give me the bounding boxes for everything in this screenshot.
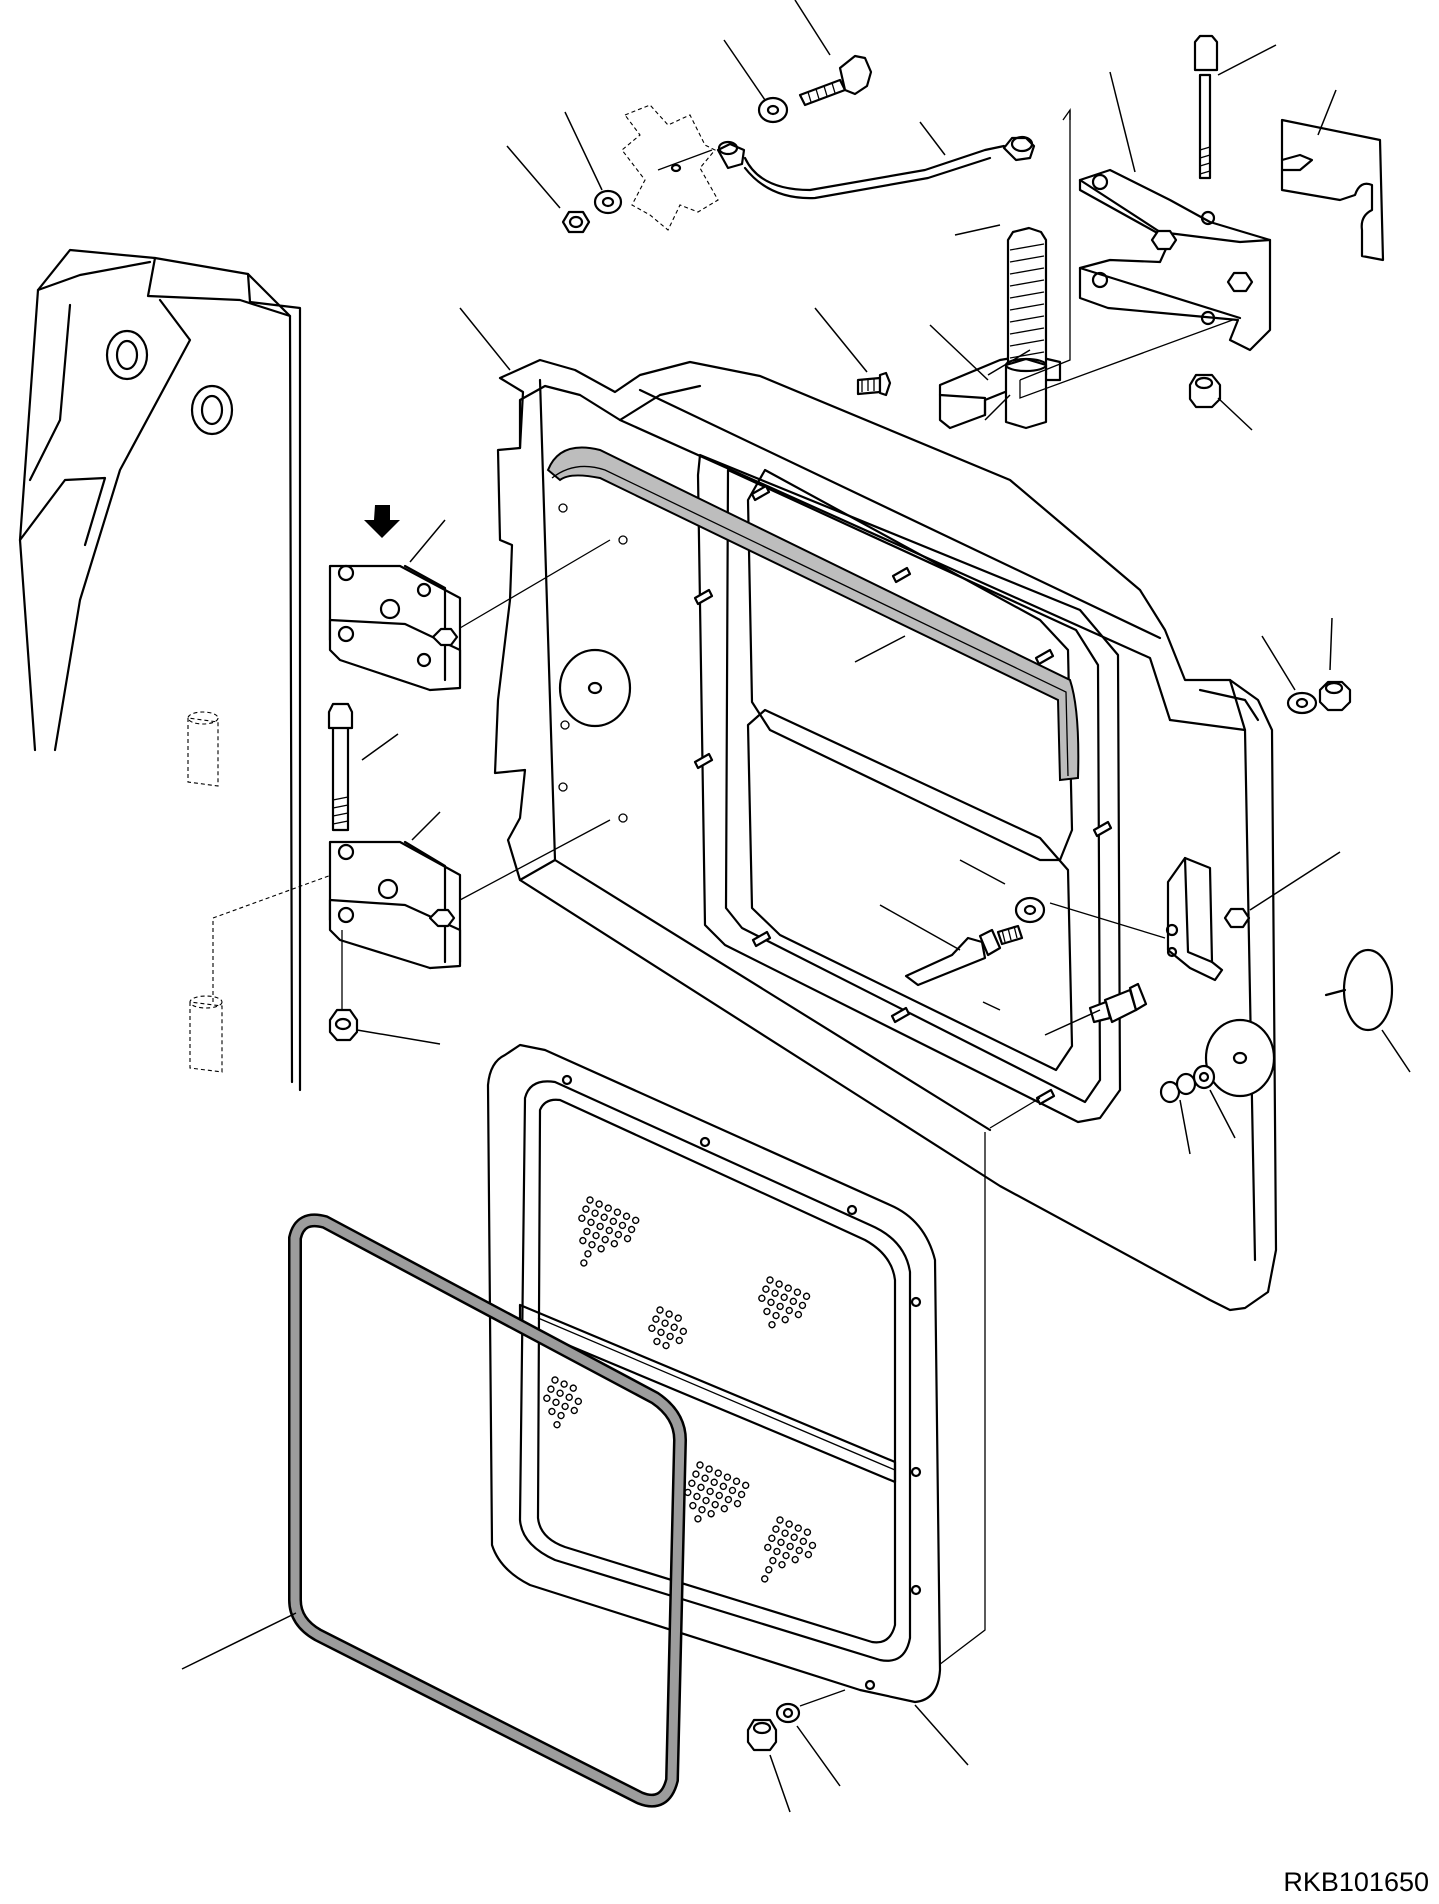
arrow-down-icon	[364, 505, 400, 538]
door-panel	[459, 307, 1278, 1312]
upper-hinge	[328, 505, 462, 692]
lower-hinge	[327, 702, 462, 1045]
cab-pillar	[18, 248, 346, 1092]
perforated-window-panel	[486, 1043, 969, 1766]
ground-cable	[506, 0, 1036, 234]
window-seal	[181, 1213, 688, 1808]
perforation-holes	[543, 1196, 817, 1583]
right-side-parts	[879, 617, 1411, 1669]
drawing-code: RKB101650	[1283, 1867, 1429, 1897]
striker-assembly	[929, 34, 1385, 431]
panel-screw	[814, 307, 892, 397]
bottom-fasteners	[746, 1689, 846, 1813]
